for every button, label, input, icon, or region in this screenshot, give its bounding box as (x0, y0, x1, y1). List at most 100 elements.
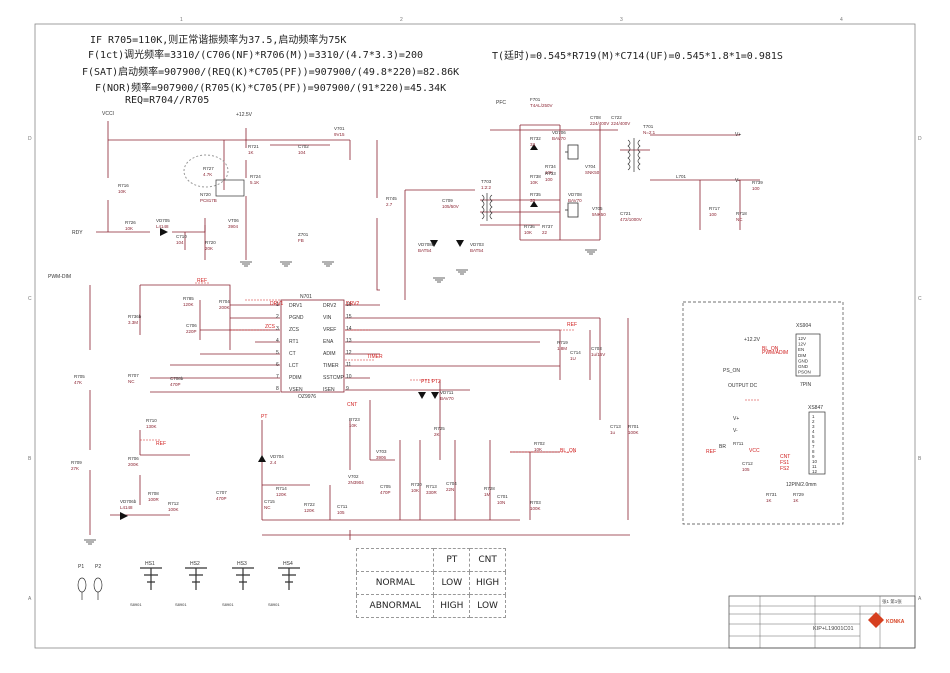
optocoupler-n720 (215, 179, 245, 197)
component-ref: R708 (148, 491, 159, 496)
component-ref: C713 (610, 424, 621, 429)
component-ref: R722 (304, 502, 315, 507)
component-value: 10K (411, 488, 419, 493)
svg-text:+12.5V: +12.5V (236, 112, 253, 118)
highlight-circle (183, 154, 229, 188)
component-ref: VD706b (120, 499, 137, 504)
component-value: 1u (610, 430, 616, 435)
component-value: 224/400V (611, 121, 630, 126)
heatsink (140, 567, 162, 590)
connector-pin: 6 (812, 439, 815, 444)
component-value: 224/400V (590, 121, 609, 126)
ic-pin-label: SSTCMP (323, 375, 345, 381)
svg-text:7PIN: 7PIN (800, 382, 812, 388)
svg-text:1: 1 (180, 17, 183, 23)
component-value: T4AL/250V (530, 103, 553, 108)
component-value: N=2:1 (643, 130, 656, 135)
component-value: FB (298, 238, 304, 243)
connector-pin: 9 (812, 454, 815, 459)
component-value: NC (128, 379, 135, 384)
component-value: 1K (793, 498, 799, 503)
component-ref: R735 (530, 192, 541, 197)
component-ref: VD705 (156, 218, 170, 223)
component-value: 100 (709, 212, 717, 217)
component-ref: C702 (298, 144, 309, 149)
component-value: 20K (205, 246, 213, 251)
component-value: 47K (74, 380, 82, 385)
component-ref: C704 (446, 481, 457, 486)
component-ref: R702 (534, 441, 545, 446)
heatsink-ref: HS4 (283, 561, 293, 567)
component-value: BAT54 (418, 248, 432, 253)
component-value: 470P (170, 382, 181, 387)
heatsink (232, 567, 254, 590)
component-ref: V703 (376, 449, 387, 454)
svg-text:REF: REF (197, 278, 207, 284)
ic-pin-label: LCT (289, 363, 298, 369)
component-ref: V705 (592, 206, 603, 211)
heatsink-part: S8901 (130, 602, 142, 607)
component-value: L4148 (120, 505, 133, 510)
component-value: 220P (186, 329, 197, 334)
ic-pin-label: ENA (323, 339, 334, 345)
svg-text:DRV2: DRV2 (346, 301, 359, 307)
ic-pin-label: DRV1 (289, 303, 302, 309)
component-ref: R714 (276, 486, 287, 491)
svg-text:PWM/ADIM: PWM/ADIM (762, 350, 788, 356)
svg-text:XS847: XS847 (808, 405, 823, 411)
heatsink-part: S8901 (175, 602, 187, 607)
drawing-frame (34, 23, 916, 649)
svg-text:REF: REF (706, 449, 716, 455)
connector-pin: 5 (812, 434, 815, 439)
component-value: 2K (434, 432, 440, 437)
wire-network (89, 121, 760, 540)
ic-part: OZ9976 (298, 394, 316, 400)
component-value: 1U (570, 356, 576, 361)
table-row: ABNORMAL HIGH LOW (355, 594, 506, 618)
component-ref: R724 (250, 174, 261, 179)
title-sheet: 张1 第1张 (882, 598, 902, 605)
component-ref: R731 (766, 492, 777, 497)
table-cell: NORMAL (355, 571, 435, 595)
heatsink (185, 567, 207, 590)
component-ref: R739 (752, 180, 763, 185)
component-ref: R733 (545, 171, 556, 176)
component-value: 33 (530, 142, 536, 147)
component-ref: R701 (628, 424, 639, 429)
ic-pin-number: 3 (276, 326, 279, 332)
component-ref: R730 (411, 482, 422, 487)
svg-text:PT: PT (261, 414, 267, 420)
component-ref: C710 (176, 234, 187, 239)
svg-text:V+: V+ (735, 132, 741, 138)
component-value: NC (736, 217, 743, 222)
component-value: 2.4 (270, 460, 277, 465)
mosfet-v705 (565, 202, 579, 218)
component-ref: C707 (216, 490, 227, 495)
component-value: BAV70 (568, 198, 582, 203)
component-ref: R721 (248, 144, 259, 149)
svg-text:PT1 PT2: PT1 PT2 (421, 379, 441, 385)
component-value: 10K (349, 423, 357, 428)
component-value: NC (264, 505, 271, 510)
component-value: 104 (298, 150, 306, 155)
component-value: 200K (128, 462, 139, 467)
svg-text:C: C (28, 296, 32, 302)
component-ref: L701 (676, 174, 687, 179)
component-value: 9V15 (334, 132, 345, 137)
heatsink-part: S8901 (222, 602, 234, 607)
component-ref: R727 (203, 166, 214, 171)
svg-text:+12.2V: +12.2V (744, 337, 761, 343)
connector-pin: 8 (812, 449, 815, 454)
svg-text:B: B (28, 456, 32, 462)
title-block: KIP+L19001C01 张1 第1张 KONKA (728, 595, 916, 649)
component-labels: R7274.7KR7211KC702104V7019V15R7245.1KN72… (71, 97, 804, 515)
svg-text:C: C (918, 296, 922, 302)
svg-text:PFC: PFC (496, 100, 506, 106)
transformer-t701 (627, 138, 641, 172)
component-value: BAV70 (552, 136, 566, 141)
svg-text:BL_ON: BL_ON (762, 346, 779, 352)
svg-text:BR: BR (719, 444, 726, 450)
heatsink-ref: HS2 (190, 561, 200, 567)
heatsink-part: S8901 (268, 602, 280, 607)
